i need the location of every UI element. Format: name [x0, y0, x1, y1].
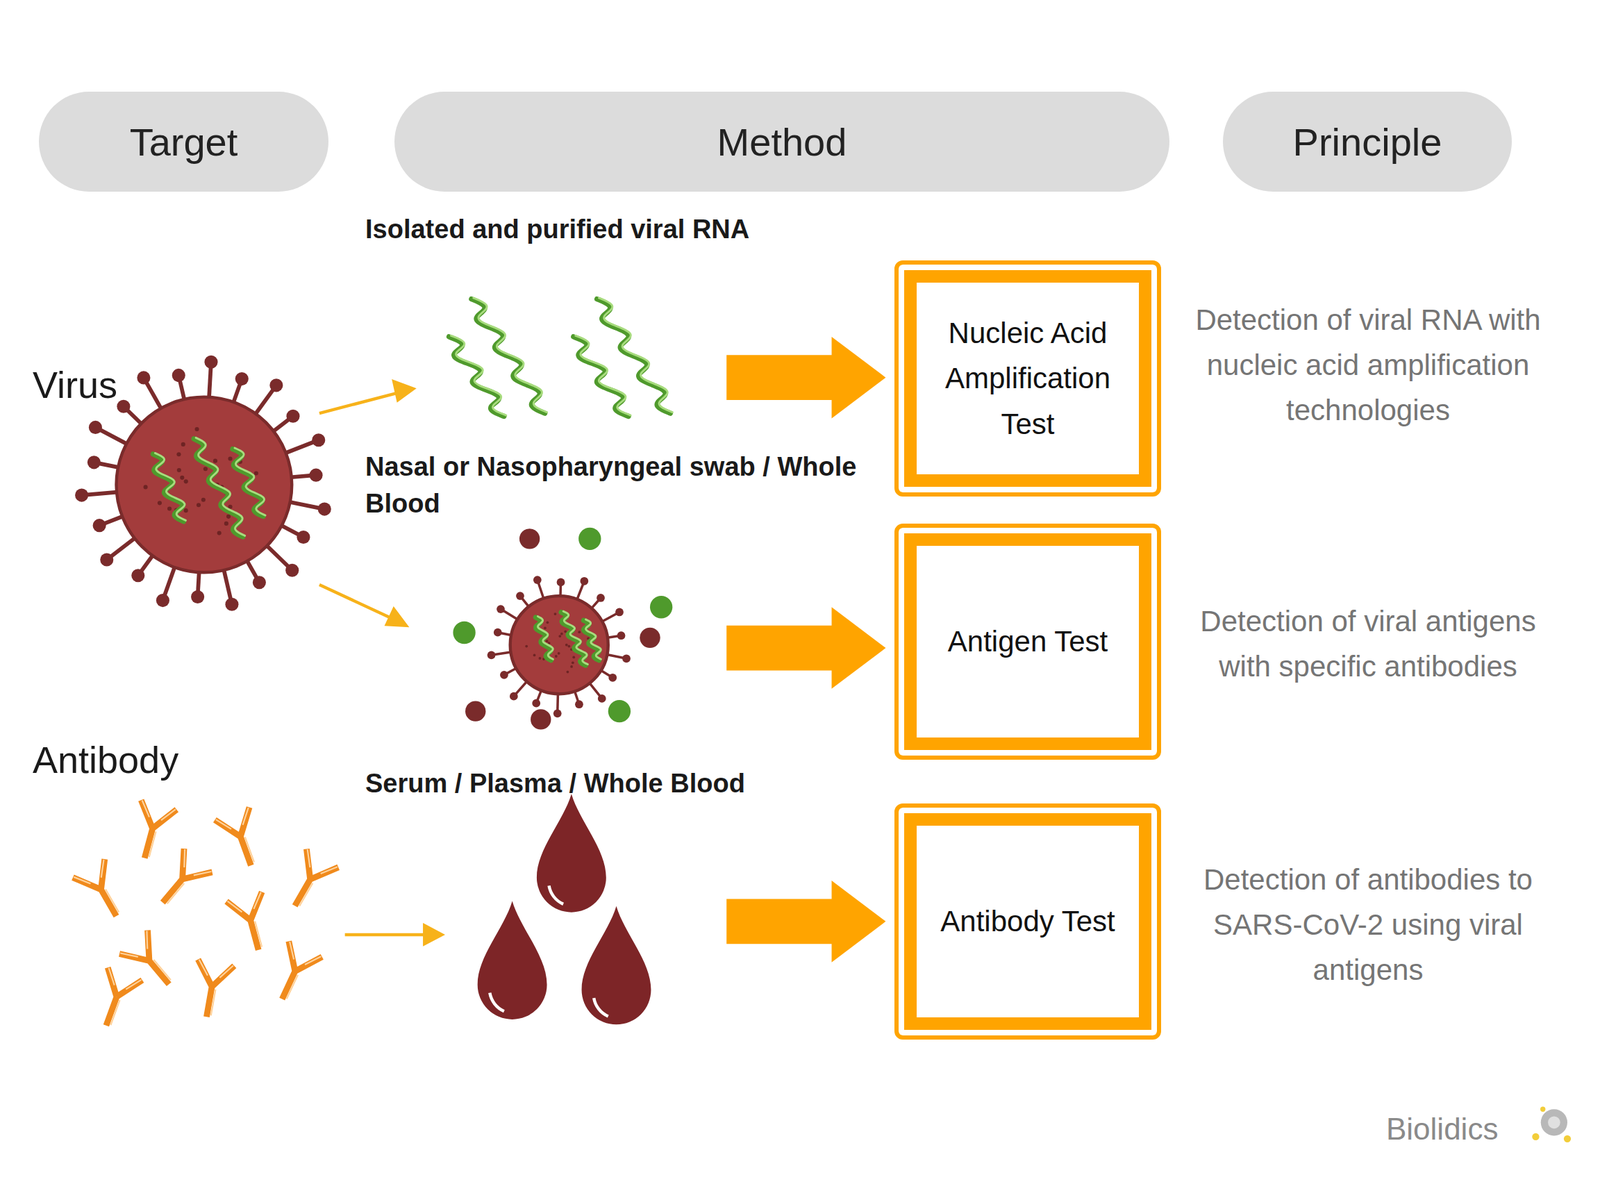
principle-text: Detection of viral antigens with specifi… — [1173, 598, 1563, 689]
sample-label: Nasal or Nasopharyngeal swab / Whole Blo… — [365, 448, 866, 523]
test-name: Antibody Test — [940, 898, 1115, 944]
header-pill: Target — [38, 91, 329, 192]
logo-mark — [1531, 1106, 1571, 1143]
column-heading: Target — [129, 119, 239, 165]
sample-label: Isolated and purified viral RNA — [365, 213, 921, 246]
header-pill: Method — [394, 91, 1170, 192]
test-box: Nucleic Acid Amplification Test — [894, 260, 1162, 497]
column-heading: Method — [717, 119, 848, 165]
test-box: Antigen Test — [894, 523, 1162, 760]
virus-antigen-illustration — [452, 527, 673, 730]
test-name: Nucleic Acid Amplification Test — [927, 310, 1129, 446]
test-name: Antigen Test — [947, 618, 1108, 664]
target-label: Antibody — [32, 737, 269, 783]
antibody-illustration — [72, 800, 339, 1032]
sample-label: Serum / Plasma / Whole Blood — [365, 768, 921, 800]
principle-text: Detection of viral RNA with nucleic acid… — [1173, 297, 1563, 433]
column-heading: Principle — [1293, 119, 1443, 165]
watermark: Biolidics — [1386, 1111, 1539, 1148]
big-arrows — [726, 336, 886, 963]
header-pill: Principle — [1222, 91, 1512, 192]
rna-strands — [449, 297, 673, 416]
principle-text: Detection of antibodies to SARS-CoV-2 us… — [1173, 856, 1563, 993]
target-label: Virus — [32, 362, 241, 408]
blood-drops — [477, 793, 652, 1025]
test-box: Antibody Test — [894, 803, 1162, 1040]
